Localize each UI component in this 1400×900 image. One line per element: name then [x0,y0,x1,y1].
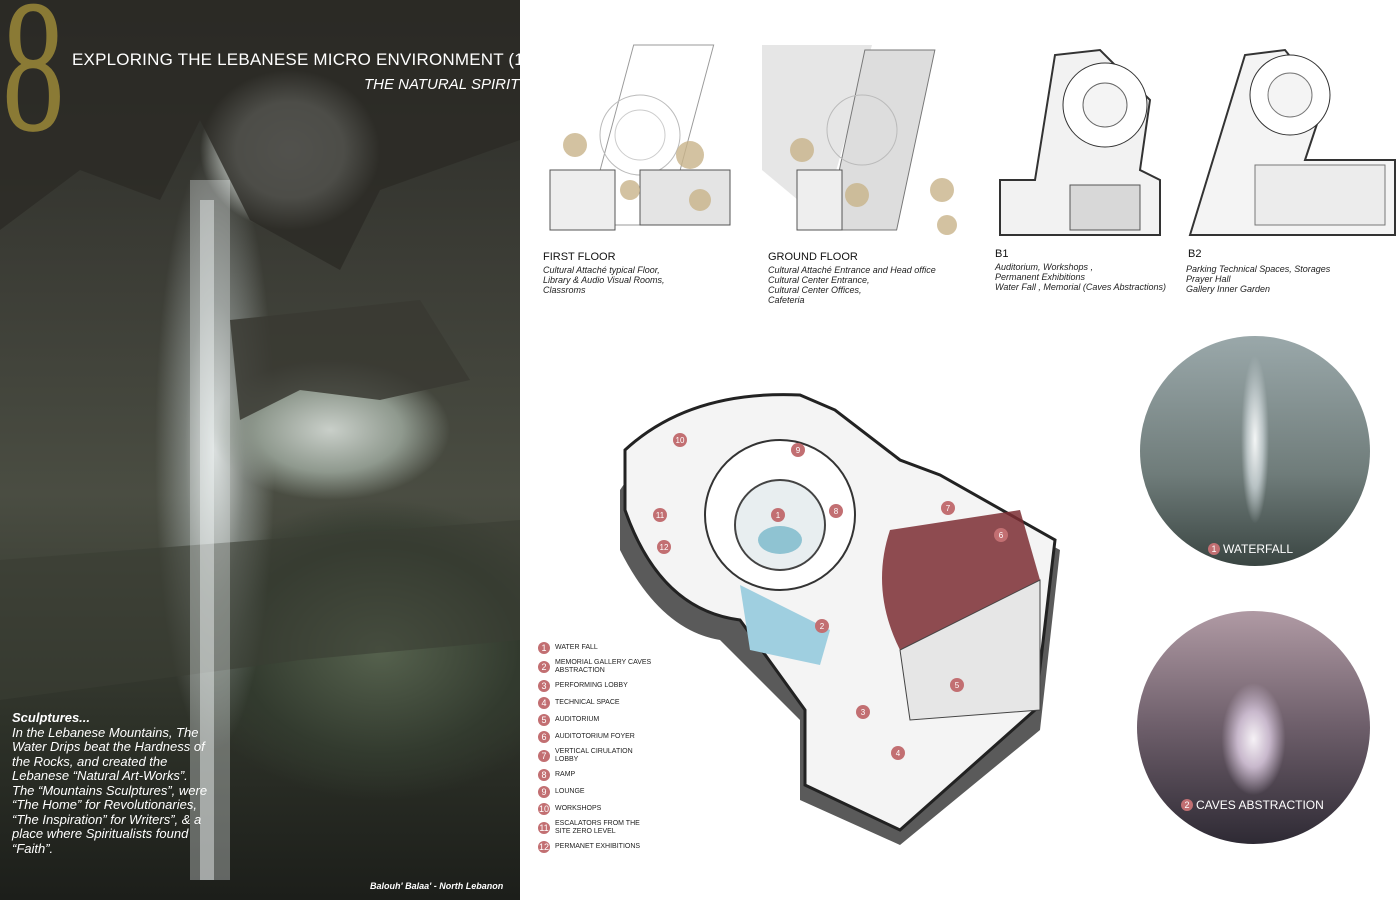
legend-item: 2 MEMORIAL GALLERY CAVES ABSTRACTION [538,659,655,675]
room-marker-number: 1 [776,511,781,520]
legend-item: 4 TECHNICAL SPACE [538,697,655,709]
room-marker [815,619,829,633]
legend-label: PERMANET EXHIBITIONS [555,843,641,850]
sculptures-body: In the Lebanese Mountains, The Water Dri… [12,724,208,856]
legend-item: 5 AUDITORIUM [538,714,655,726]
legend-item: 12 PERMANET EXHIBITIONS [538,841,655,853]
ground-floor-plan [762,40,972,240]
room-marker-number: 12 [660,543,669,552]
b1-plan [990,40,1200,240]
room-marker [994,528,1008,542]
page-subtitle: THE NATURAL SPIRIT [364,76,520,93]
room-marker-number: 10 [676,436,685,445]
room-marker-number: 7 [946,504,951,513]
sculptures-text: Sculptures...In the Lebanese Mountains, … [12,710,212,856]
room-marker [856,705,870,719]
plan-description: Cultural Attaché typical Floor,Library &… [543,265,665,295]
legend-label: WORKSHOPS [555,805,602,812]
legend-number: 1 [538,642,550,654]
legend-number: 10 [538,803,550,815]
plan-title: B1 [995,248,1009,260]
legend-label: RAMP [555,771,576,778]
room-marker [653,508,667,522]
section-number: 8 [2,0,65,172]
plan-title: B2 [1188,248,1202,260]
legend-label: AUDITOTORIUM FOYER [555,733,635,740]
room-marker-number: 9 [796,446,801,455]
first-floor-plan [540,40,750,240]
room-marker [791,443,805,457]
room-marker-number: 4 [896,749,901,758]
room-legend: 1 WATER FALL 2 MEMORIAL GALLERY CAVES ABSTR… [538,642,655,853]
waterfall-render [1140,336,1370,566]
legend-item: 11 ESCALATORS FROM THE SITE ZERO LEVEL [538,820,655,836]
plan-description: Auditorium, Workshops ,Permanent Exhibit… [995,262,1167,292]
caves-abstraction-render [1137,611,1370,844]
legend-item: 8 RAMP [538,769,655,781]
legend-label: WATER FALL [555,644,598,651]
room-marker [941,501,955,515]
legend-label: PERFORMING LOBBY [555,682,628,689]
room-marker [829,504,843,518]
legend-label: LOUNGE [555,788,585,795]
photo-caption: Balouh' Balaa' - North Lebanon [370,881,504,891]
room-marker-number: 11 [656,511,665,520]
legend-number: 6 [538,731,550,743]
legend-number: 5 [538,714,550,726]
legend-item: 1 WATER FALL [538,642,655,654]
legend-item: 6 AUDITOTORIUM FOYER [538,731,655,743]
plan-description: Cultural Attaché Entrance and Head offic… [768,265,936,305]
cave-waterfall-photo: 8 EXPLORING THE LEBANESE MICRO ENVIRONME… [0,0,530,900]
room-marker [673,433,687,447]
room-marker [950,678,964,692]
legend-number: 9 [538,786,550,798]
plan-title: FIRST FLOOR [543,251,616,263]
legend-label: AUDITORIUM [555,716,600,723]
legend-number: 8 [538,769,550,781]
legend-number: 7 [538,750,550,762]
legend-label: TECHNICAL SPACE [555,699,620,706]
room-marker-number: 3 [861,708,866,717]
legend-label: MEMORIAL GALLERY CAVES ABSTRACTION [555,659,652,674]
legend-number: 2 [538,661,550,673]
room-marker [771,508,785,522]
legend-number: 11 [538,822,550,834]
legend-label: ESCALATORS FROM THE SITE ZERO LEVEL [555,820,640,835]
legend-number: 4 [538,697,550,709]
room-marker-number: 2 [820,622,825,631]
legend-number: 12 [538,841,550,853]
legend-item: 3 PERFORMING LOBBY [538,680,655,692]
legend-item: 10 WORKSHOPS [538,803,655,815]
b2-plan [1185,40,1396,240]
room-marker-number: 8 [834,507,839,516]
legend-item: 7 VERTICAL CIRULATION LOBBY [538,748,655,764]
room-marker [891,746,905,760]
legend-number: 3 [538,680,550,692]
sculptures-heading: Sculptures... [12,710,91,725]
room-marker [657,540,671,554]
legend-label: VERTICAL CIRULATION LOBBY [555,748,633,763]
plan-title: GROUND FLOOR [768,251,858,263]
room-marker-number: 6 [999,531,1004,540]
legend-item: 9 LOUNGE [538,786,655,798]
room-marker-number: 5 [955,681,960,690]
waterfall-illustration [0,0,520,880]
page-title: EXPLORING THE LEBANESE MICRO ENVIRONMENT… [72,50,530,69]
